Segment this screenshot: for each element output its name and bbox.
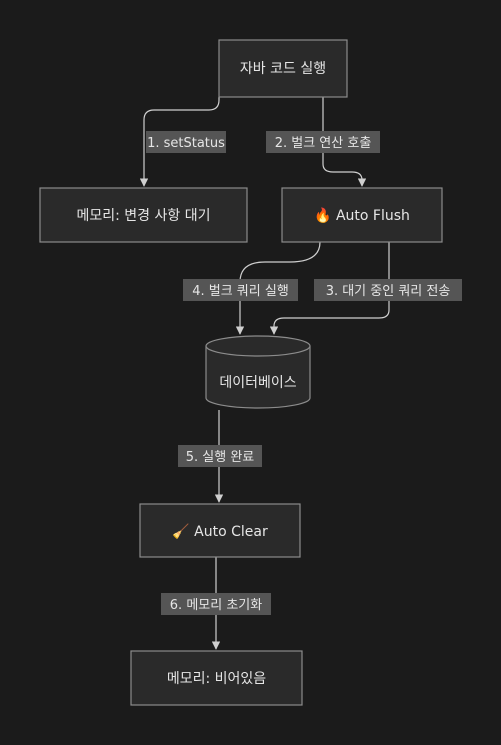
node-memory-pending: 메모리: 변경 사항 대기 (39, 187, 248, 243)
edge-label-1-text: 1. setStatus (147, 136, 225, 151)
edge-flush-to-db-query (235, 241, 321, 335)
node-memory-empty: 메모리: 비어있음 (130, 650, 303, 706)
edge-run-to-flush (322, 97, 367, 187)
edge-run-to-memory (139, 97, 220, 187)
edge-label-6-text: 6. 메모리 초기화 (170, 598, 262, 613)
node-database: 데이터베이스 (205, 335, 311, 409)
edge-label-5-text: 5. 실행 완료 (186, 449, 255, 465)
node-run-java-label: 자바 코드 실행 (240, 61, 326, 77)
node-run-java: 자바 코드 실행 (218, 39, 348, 98)
node-memory-empty-label: 메모리: 비어있음 (167, 671, 266, 687)
node-auto-flush: 🔥 Auto Flush (281, 187, 443, 243)
edge-label-3: 3. 대기 중인 쿼리 전송 (314, 279, 462, 301)
edge-label-1: 1. setStatus (146, 131, 226, 153)
node-memory-pending-label: 메모리: 변경 사항 대기 (77, 208, 211, 224)
edge-label-5: 5. 실행 완료 (178, 445, 262, 467)
edge-label-4: 4. 벌크 쿼리 실행 (183, 279, 298, 301)
node-auto-clear: 🧹 Auto Clear (139, 503, 301, 558)
edge-label-2: 2. 벌크 연산 호출 (266, 131, 380, 153)
edge-label-2-text: 2. 벌크 연산 호출 (275, 136, 372, 151)
edge-flush-to-db-send (269, 242, 390, 335)
node-auto-flush-label: 🔥 Auto Flush (314, 207, 410, 224)
edge-label-6: 6. 메모리 초기화 (161, 593, 271, 615)
edge-label-3-text: 3. 대기 중인 쿼리 전송 (326, 284, 451, 299)
edge-label-4-text: 4. 벌크 쿼리 실행 (192, 283, 289, 299)
node-auto-clear-label: 🧹 Auto Clear (172, 523, 268, 540)
node-database-label: 데이터베이스 (219, 375, 296, 391)
